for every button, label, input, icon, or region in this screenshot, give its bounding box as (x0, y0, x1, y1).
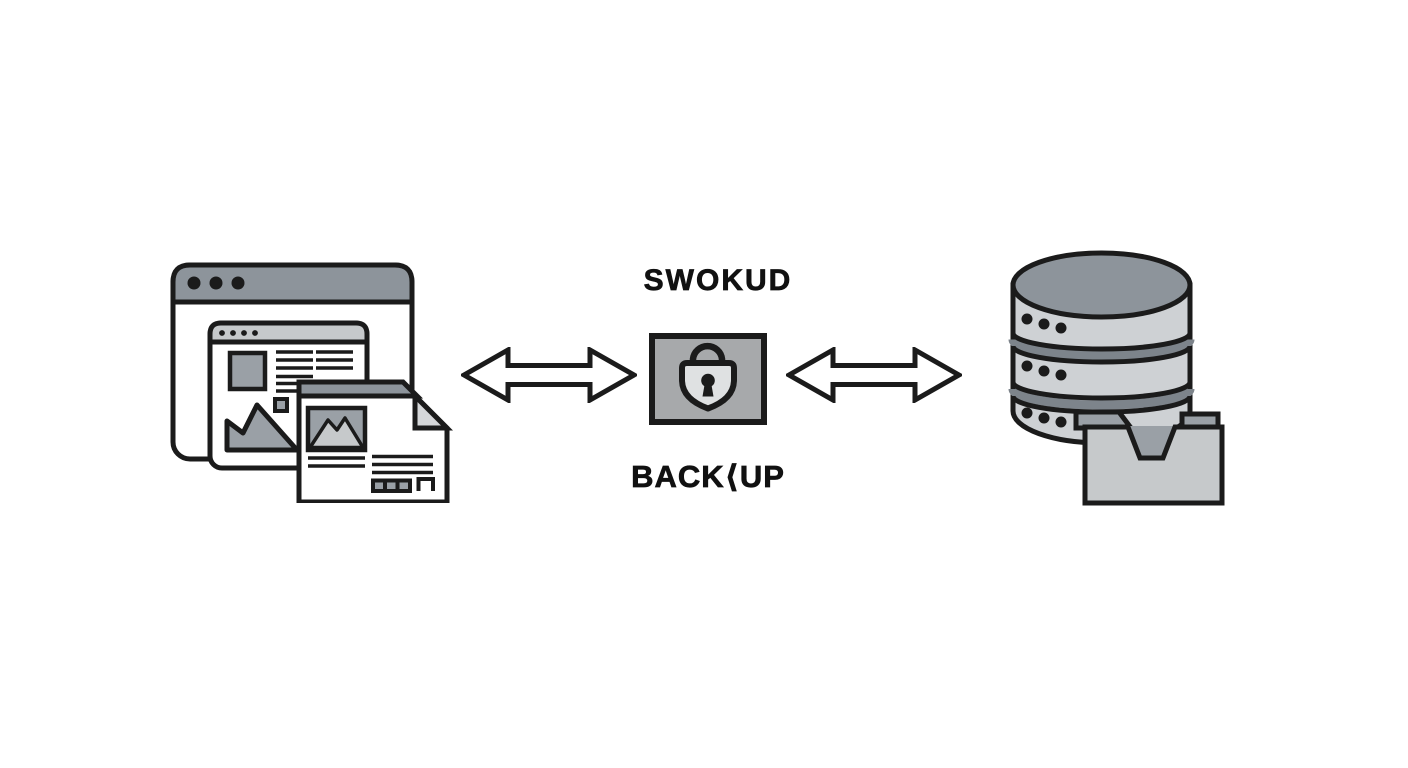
database-with-folder-icon (1008, 250, 1228, 512)
website-windows-graphic (170, 262, 453, 503)
padlock-in-box-icon (649, 333, 767, 425)
mountain-shape (224, 402, 300, 453)
folded-corner (412, 389, 453, 431)
button-blocks (371, 477, 435, 493)
lock-shackle (689, 342, 726, 364)
diagram-label-top: SWOKUD (643, 264, 793, 298)
folder-icon (1073, 409, 1225, 506)
left-double-arrow-icon (461, 347, 637, 403)
database-graphic (1008, 250, 1225, 506)
website-windows-icon (163, 253, 453, 503)
drive-dots (1021, 313, 1067, 428)
right-double-arrow-icon (786, 347, 962, 403)
image-placeholder (305, 405, 368, 453)
keyhole (701, 373, 715, 388)
diagram-label-bottom: BACK⟨UP (631, 459, 785, 495)
padlock-graphic (649, 333, 767, 425)
text-lines (308, 454, 433, 475)
document-page-icon (296, 379, 453, 503)
